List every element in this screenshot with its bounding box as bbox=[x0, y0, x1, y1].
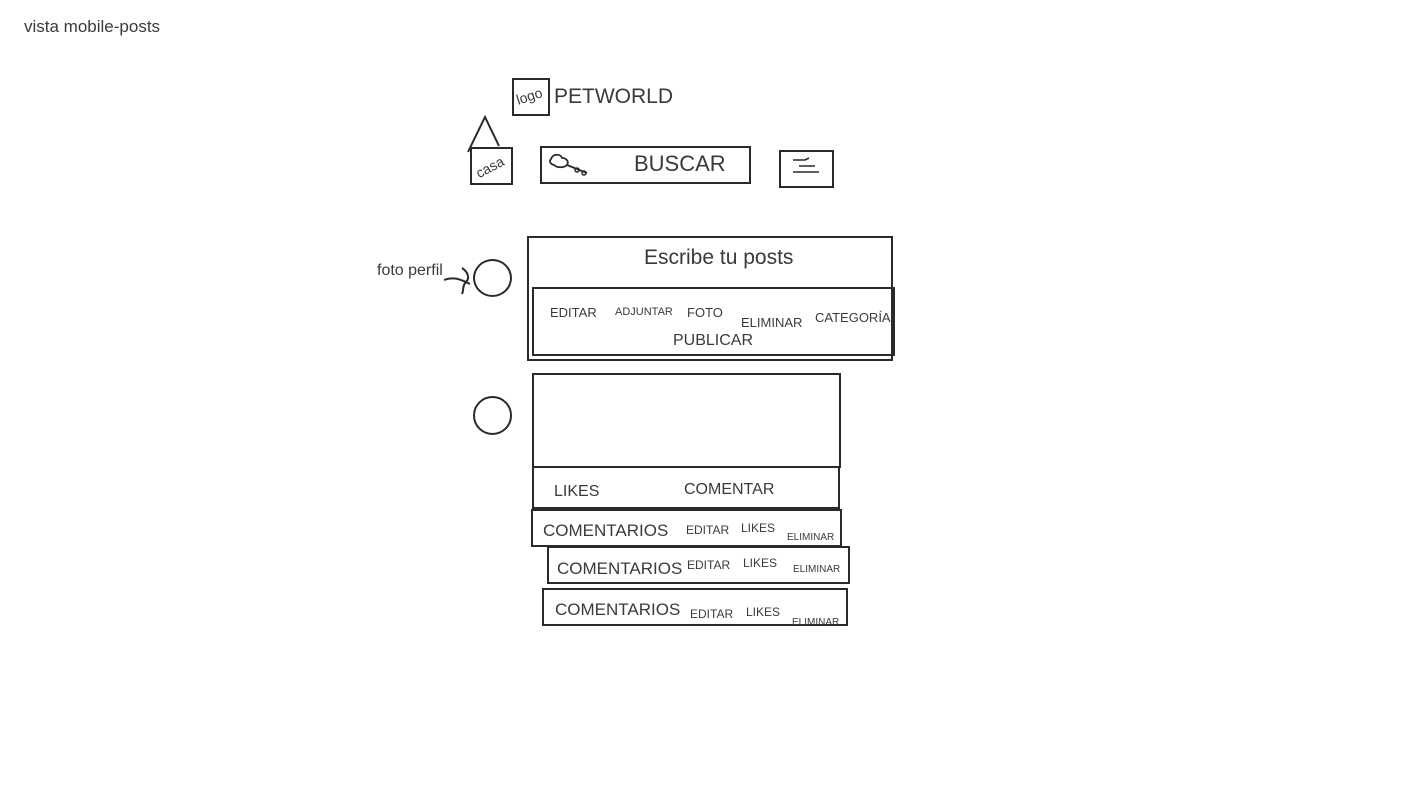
search-label: BUSCAR bbox=[634, 151, 726, 176]
menu-button[interactable] bbox=[779, 150, 834, 188]
house-icon[interactable]: casa bbox=[466, 114, 516, 187]
comment-edit-button[interactable]: EDITAR bbox=[690, 607, 734, 621]
attach-button[interactable]: ADJUNTAR bbox=[615, 306, 673, 318]
house-roof-icon bbox=[467, 114, 500, 153]
comment-likes-button[interactable]: LIKES bbox=[741, 521, 776, 535]
delete-button[interactable]: ELIMINAR bbox=[741, 315, 803, 330]
avatar[interactable] bbox=[473, 259, 512, 297]
photo-button[interactable]: FOTO bbox=[687, 305, 723, 320]
comment-delete-button[interactable]: ELIMINAR bbox=[793, 564, 841, 575]
menu-icon bbox=[793, 157, 819, 173]
comment-row: COMENTARIOS EDITAR LIKES ELIMINAR bbox=[542, 588, 848, 626]
logo-text: logo bbox=[514, 84, 545, 108]
comment-delete-button[interactable]: ELIMINAR bbox=[787, 532, 835, 543]
category-button[interactable]: CATEGORÍA bbox=[815, 310, 891, 325]
post-author-avatar[interactable] bbox=[473, 396, 512, 435]
comment-button[interactable]: COMENTAR bbox=[684, 481, 775, 498]
comment-label: COMENTARIOS bbox=[555, 600, 681, 619]
comment-label: COMENTARIOS bbox=[543, 521, 669, 540]
profile-pointer-scribble bbox=[443, 267, 471, 295]
house-label: casa bbox=[472, 152, 507, 182]
search-bar[interactable]: BUSCAR bbox=[540, 146, 751, 184]
composer-placeholder[interactable]: Escribe tu posts bbox=[644, 246, 794, 269]
comment-likes-button[interactable]: LIKES bbox=[743, 556, 778, 570]
comment-edit-button[interactable]: EDITAR bbox=[686, 523, 730, 537]
post-composer[interactable]: Escribe tu posts bbox=[527, 236, 893, 361]
brand-name: PETWORLD bbox=[554, 85, 674, 108]
search-icon bbox=[549, 153, 588, 176]
comment-edit-button[interactable]: EDITAR bbox=[687, 558, 731, 572]
house-body: casa bbox=[470, 147, 513, 185]
comment-delete-button[interactable]: ELIMINAR bbox=[792, 618, 840, 626]
logo-box: logo bbox=[512, 78, 550, 116]
edit-button[interactable]: EDITAR bbox=[550, 305, 597, 320]
comment-row: COMENTARIOS EDITAR LIKES ELIMINAR bbox=[547, 546, 850, 584]
post-actions: LIKES COMENTAR bbox=[532, 466, 840, 509]
profile-label: foto perfil bbox=[377, 262, 443, 279]
comment-label: COMENTARIOS bbox=[557, 559, 683, 578]
comment-likes-button[interactable]: LIKES bbox=[746, 605, 781, 619]
page-title: vista mobile-posts bbox=[24, 17, 161, 36]
post-content bbox=[532, 373, 841, 468]
composer-actions: EDITAR ADJUNTAR FOTO ELIMINAR CATEGORÍA … bbox=[532, 287, 895, 356]
comment-row: COMENTARIOS EDITAR LIKES ELIMINAR bbox=[531, 509, 842, 547]
likes-button[interactable]: LIKES bbox=[554, 483, 600, 500]
publish-button[interactable]: PUBLICAR bbox=[673, 332, 754, 349]
